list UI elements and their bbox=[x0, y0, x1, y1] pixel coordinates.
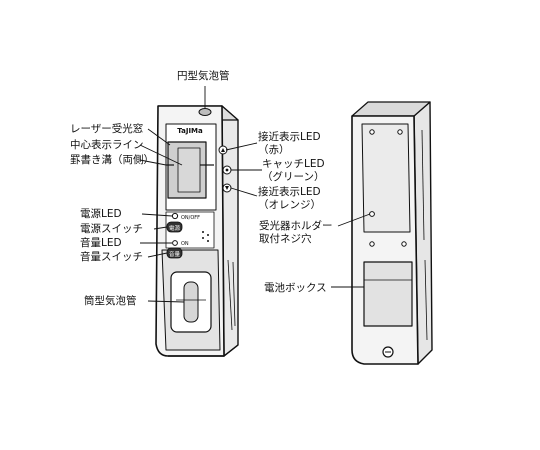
label-marking-groove: 罫書き溝（両側） bbox=[70, 154, 154, 166]
label-catch-led: キャッチLED （グリーン） bbox=[262, 158, 325, 184]
back-device bbox=[351, 101, 433, 365]
holder-screw-hole-shape bbox=[369, 211, 375, 217]
label-round-vial: 円型気泡管 bbox=[177, 70, 230, 82]
volume-switch-text: 音量 bbox=[169, 250, 181, 258]
label-battery-box: 電池ボックス bbox=[264, 282, 327, 294]
label-catch-led-line2: （グリーン） bbox=[262, 171, 325, 183]
label-volume-switch: 音量スイッチ bbox=[80, 251, 143, 263]
label-center-line: 中心表示ライン bbox=[70, 139, 144, 151]
label-catch-led-line1: キャッチLED bbox=[262, 158, 325, 170]
label-holder-screw-line1: 受光器ホルダー bbox=[259, 220, 333, 232]
label-near-led-red-line1: 接近表示LED bbox=[258, 131, 321, 143]
label-holder-screw: 受光器ホルダー 取付ネジ穴 bbox=[259, 220, 333, 246]
power-switch-text: 電源 bbox=[169, 224, 181, 232]
on-off-text: ON/OFF bbox=[181, 215, 200, 221]
label-volume-led: 音量LED bbox=[80, 237, 122, 249]
label-near-led-orange-line2: （オレンジ） bbox=[258, 199, 321, 211]
label-tube-vial: 筒型気泡管 bbox=[84, 295, 137, 307]
volume-led-shape bbox=[172, 240, 178, 246]
power-led-shape bbox=[171, 212, 179, 220]
label-near-led-red: 接近表示LED （赤） bbox=[258, 131, 321, 157]
brand-logo-text: TaJIMa bbox=[177, 127, 203, 135]
label-near-led-red-line2: （赤） bbox=[258, 144, 290, 156]
on-text: ON bbox=[181, 241, 189, 247]
battery-box-shape bbox=[363, 261, 413, 327]
label-power-led: 電源LED bbox=[80, 208, 122, 220]
label-power-switch: 電源スイッチ bbox=[80, 223, 143, 235]
leader-lines bbox=[139, 86, 371, 303]
round-vial-shape bbox=[198, 108, 212, 116]
front-device bbox=[155, 105, 239, 357]
label-holder-screw-line2: 取付ネジ穴 bbox=[259, 233, 312, 245]
label-near-led-orange-line1: 接近表示LED bbox=[258, 186, 321, 198]
label-near-led-orange: 接近表示LED （オレンジ） bbox=[258, 186, 321, 212]
label-laser-window: レーザー受光窓 bbox=[70, 123, 144, 135]
